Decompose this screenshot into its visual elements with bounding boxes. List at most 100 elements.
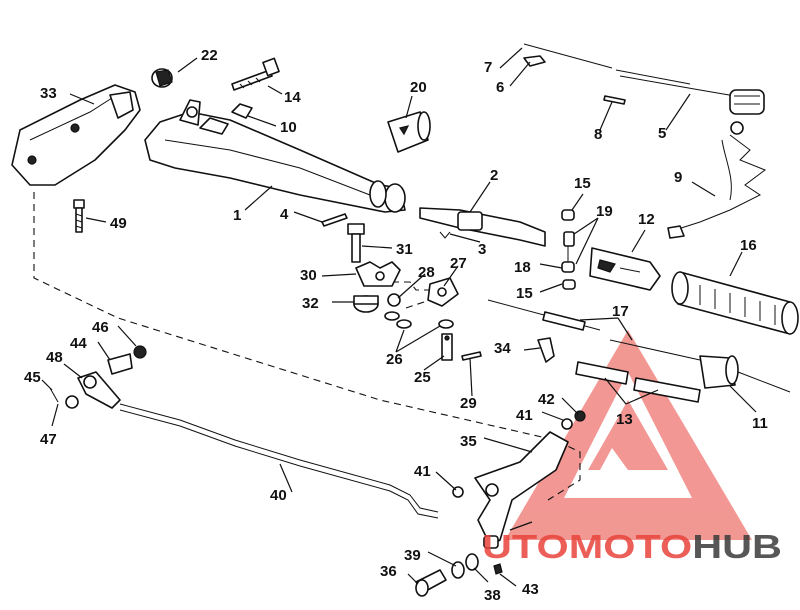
part-20-bushing	[387, 111, 431, 153]
callout-3: 3	[478, 241, 486, 258]
part-41-nut-b	[561, 418, 573, 430]
part-43-nut	[493, 563, 503, 575]
parts-15-18-19	[561, 209, 576, 290]
callout-43: 43	[522, 581, 539, 598]
part-26-washers	[396, 319, 454, 329]
part-10-clip	[231, 103, 253, 119]
callout-44: 44	[70, 335, 87, 352]
callout-47: 47	[40, 431, 57, 448]
callout-8: 8	[594, 126, 602, 143]
callout-45: 45	[24, 369, 41, 386]
part-33-bracket	[11, 84, 141, 186]
part-32-spacer	[353, 295, 379, 313]
callout-42: 42	[538, 391, 555, 408]
callout-27: 27	[450, 255, 467, 272]
part-28-nut	[384, 293, 401, 321]
part-27-clamp	[427, 277, 459, 307]
callout-36: 36	[380, 563, 397, 580]
callout-4: 4	[280, 206, 289, 223]
callout-10: 10	[280, 119, 297, 136]
callout-28: 28	[418, 264, 435, 281]
part-36-bolt	[415, 569, 447, 597]
callout-48: 48	[46, 349, 63, 366]
callout-11: 11	[752, 415, 768, 432]
callout-19: 19	[596, 203, 613, 220]
watermark-triangle	[505, 330, 752, 540]
callout-7: 7	[484, 59, 492, 76]
callout-1: 1	[233, 207, 241, 224]
callout-32: 32	[302, 295, 319, 312]
callout-40: 40	[270, 487, 287, 504]
part-5-stop-switch	[729, 89, 765, 135]
callout-30: 30	[300, 267, 317, 284]
part-9-lanyard	[667, 134, 767, 239]
callout-38: 38	[484, 587, 501, 604]
callout-26: 26	[386, 351, 403, 368]
leader-lines	[41, 47, 757, 587]
part-13-tubes	[575, 361, 701, 403]
callout-49: 49	[110, 215, 127, 232]
callout-29: 29	[460, 395, 477, 412]
part-22-nut	[151, 68, 173, 88]
callout-13: 13	[616, 411, 633, 428]
part-40-link-rod	[119, 403, 439, 519]
part-45-pin	[49, 387, 59, 403]
watermark-logo	[505, 330, 752, 540]
part-34-bracket	[537, 337, 555, 363]
callout-6: 6	[496, 79, 504, 96]
part-47-nut	[65, 395, 79, 409]
part-11-cylinder	[699, 355, 791, 393]
callout-31: 31	[396, 241, 413, 258]
part-49-bolt	[73, 199, 85, 233]
callout-16: 16	[740, 237, 757, 254]
callout-14: 14	[284, 89, 301, 106]
part-12-grip	[589, 247, 661, 291]
callout-33: 33	[40, 85, 57, 102]
part-44-ball-joint	[107, 353, 133, 375]
callout-15-upper: 15	[574, 175, 591, 192]
part-16-handle-grip	[671, 271, 799, 335]
callout-20: 20	[410, 79, 427, 96]
part-2-shaft	[419, 207, 546, 247]
part-46-nut	[133, 345, 147, 359]
dashed-assembly-line	[33, 192, 581, 501]
part-4-pin	[321, 213, 348, 227]
part-14-bolt	[231, 57, 280, 91]
watermark-triangle-inner	[588, 400, 668, 470]
callout-25: 25	[414, 369, 431, 386]
part-17-rods	[487, 299, 701, 361]
callout-39: 39	[404, 547, 421, 564]
callout-18: 18	[514, 259, 531, 276]
part-35-lever	[474, 431, 569, 549]
part-30-clamp	[355, 261, 401, 287]
callout-46: 46	[92, 319, 109, 336]
watermark-text-uto: UTO	[482, 528, 569, 565]
callout-2: 2	[490, 167, 498, 184]
part-7-cable	[523, 43, 736, 97]
callout-15-lower: 15	[516, 285, 533, 302]
watermark-text-hub: HUB	[692, 528, 782, 565]
callout-22: 22	[201, 47, 218, 64]
part-1-tiller-arm	[144, 99, 406, 213]
callout-5: 5	[658, 125, 666, 142]
callout-12: 12	[638, 211, 655, 228]
callout-labels: 1 2 3 4 5 6 7 8 9 10 11 12 13 14 15 15 1…	[24, 47, 768, 604]
callout-41-left: 41	[414, 463, 431, 480]
watermark-text-moto: MOTO	[569, 528, 693, 565]
part-8-screw	[603, 95, 626, 105]
dashed-assembly-line-3	[405, 299, 431, 309]
part-29-pin	[461, 351, 482, 361]
callout-41-right: 41	[516, 407, 533, 424]
part-25-stud	[441, 333, 453, 361]
dashed-assembly-line-2	[380, 281, 435, 291]
part-31-bolt	[347, 223, 365, 263]
part-48-rod-end	[77, 371, 121, 409]
callout-35: 35	[460, 433, 477, 450]
callout-34: 34	[494, 340, 511, 357]
part-38-bushing	[465, 553, 479, 571]
callout-17: 17	[612, 303, 629, 320]
callout-9: 9	[674, 169, 682, 186]
